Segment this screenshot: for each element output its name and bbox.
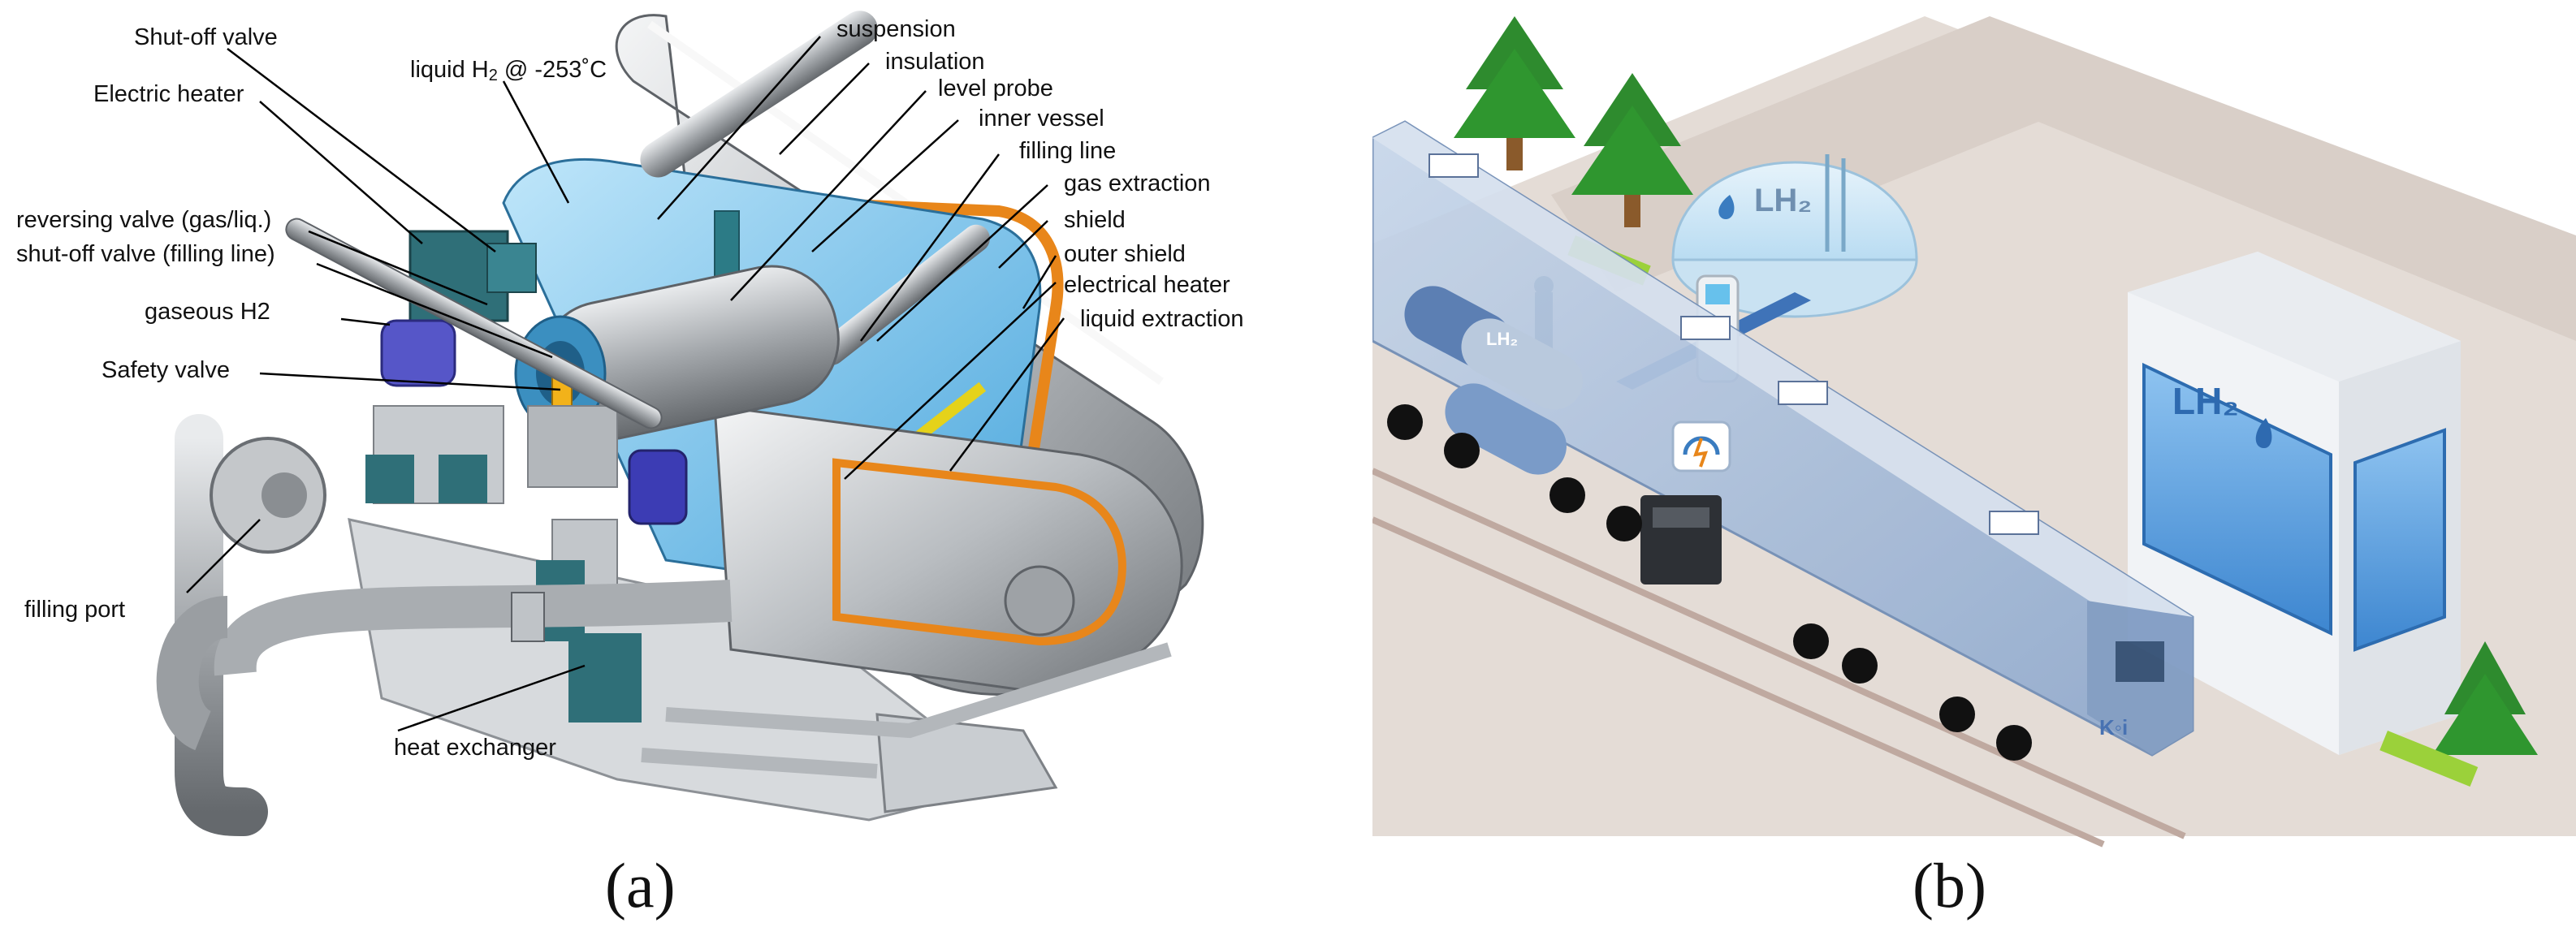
label-suspension: suspension (836, 16, 956, 42)
label-electrical-heater: electrical heater (1064, 272, 1230, 298)
label-insulation: insulation (885, 49, 985, 75)
label-filling-line: filling line (1019, 138, 1116, 164)
label-liquid-h2: liquid H2 @ -253˚C (410, 57, 607, 84)
planter-2 (2379, 731, 2479, 787)
trees (1454, 16, 2538, 755)
label-safety-valve: Safety valve (102, 357, 230, 383)
cylinder-label: LH₂ (1486, 329, 1518, 349)
label-outer-shield: outer shield (1064, 241, 1186, 267)
lh2-cylinders: LH₂ (1404, 286, 1583, 475)
labels-right: suspension insulation level probe inner … (836, 16, 1244, 332)
building-label: LH₂ (2172, 380, 2239, 422)
railway-track (1372, 468, 2186, 848)
train-illustration: LH₂ LH₂ K◦i (1372, 0, 2576, 861)
label-shield: shield (1064, 207, 1126, 233)
dome-label: LH₂ (1754, 183, 1812, 218)
roof-vents (1428, 153, 2039, 535)
tank-illustration: Shut-off valve Electric heater reversing… (16, 11, 1244, 836)
label-level-probe: level probe (938, 75, 1053, 101)
plaza-shade (1551, 16, 2576, 341)
label-heat-exchanger: heat exchanger (394, 735, 556, 761)
caption-a: (a) (605, 850, 676, 921)
label-shutoff-filling-line: shut-off valve (filling line) (16, 241, 275, 267)
panel-b-hydrogen-train-scene: LH₂ LH₂ K◦i (1372, 0, 2576, 861)
label-inner-vessel: inner vessel (979, 106, 1104, 132)
train-wheels (1387, 404, 2032, 761)
label-gaseous-h2: gaseous H2 (145, 299, 270, 325)
filling-port-pipe (156, 414, 733, 836)
label-electric-heater: Electric heater (93, 81, 244, 107)
train-logo: K◦i (2099, 715, 2128, 740)
label-liquid-extraction: liquid extraction (1080, 306, 1244, 332)
lower-piping (641, 642, 1172, 779)
fuel-cell-unit (1640, 421, 1731, 584)
label-gas-extraction: gas extraction (1064, 170, 1211, 196)
label-shutoff-valve: Shut-off valve (134, 24, 278, 50)
label-reversing-valve: reversing valve (gas/liq.) (16, 207, 271, 233)
panel-a-tank-diagram: Shut-off valve Electric heater reversing… (0, 0, 1332, 861)
caption-b: (b) (1913, 850, 1986, 921)
electric-heater-pipe (285, 218, 663, 429)
labels-left: Shut-off valve Electric heater reversing… (16, 24, 607, 761)
lh2-building: LH₂ (2128, 252, 2461, 755)
label-filling-port: filling port (24, 597, 125, 623)
leader-lines (186, 36, 1065, 732)
